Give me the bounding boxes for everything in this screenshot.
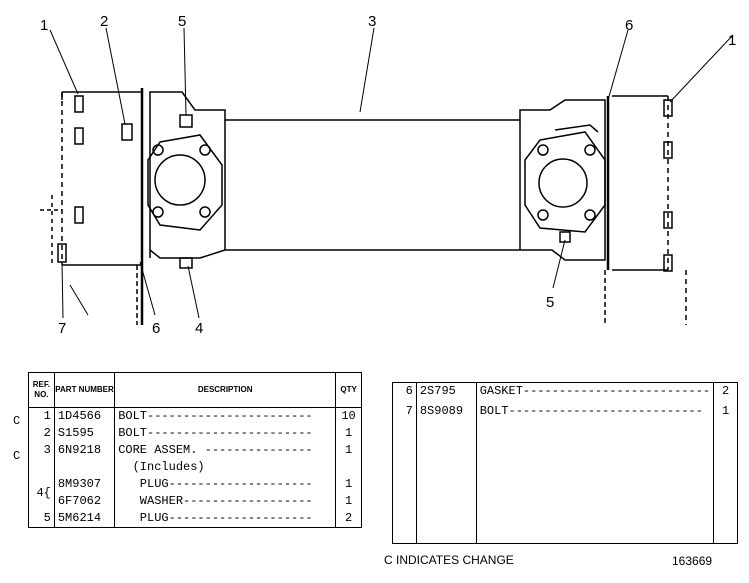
- left-housing-outline: [61, 91, 143, 266]
- ref-cell: 2: [28, 425, 55, 442]
- table-row: 3 6N9218 CORE ASSEM. --------------- 1: [28, 442, 362, 459]
- callout-1-right: 1: [728, 32, 736, 49]
- ref-cell: 1: [28, 407, 55, 425]
- part-number-cell: 6F7062: [54, 493, 116, 510]
- plug-bottom-left: [179, 257, 193, 269]
- header-description: DESCRIPTION: [114, 372, 337, 408]
- change-note: C INDICATES CHANGE: [384, 553, 514, 567]
- part-number-cell: 1D4566: [54, 407, 116, 425]
- bolt-right-3: [663, 211, 673, 229]
- part-number-cell: S1595: [54, 425, 116, 442]
- callout-7: 7: [58, 320, 66, 337]
- description-cell: WASHER------------------: [114, 493, 337, 510]
- empty-cell: [476, 423, 715, 544]
- part-number-cell: 2S795: [416, 382, 477, 404]
- callout-4: 4: [195, 320, 203, 337]
- qty-cell: 1: [344, 477, 353, 491]
- callout-2: 2: [100, 13, 108, 30]
- exploded-parts-diagram: 1 2 5 3 6 1 5 7 6 4: [40, 13, 736, 337]
- part-number-cell: 6N9218: [54, 442, 116, 459]
- qty-cell: 1: [344, 443, 353, 457]
- parts-table-right: 6 2S795 GASKET--------------------------…: [392, 382, 738, 544]
- plug-top: [179, 114, 193, 128]
- empty-cell: [392, 423, 417, 544]
- change-mark-row-1: C: [13, 414, 21, 428]
- ref-cell: 5: [28, 510, 55, 528]
- table-row: 6 2S795 GASKET--------------------------…: [392, 382, 738, 404]
- part-number-cell: [54, 459, 116, 476]
- table-row: (Includes): [28, 459, 362, 476]
- bolt-left-2: [74, 127, 84, 145]
- qty-cell: 10: [341, 409, 356, 423]
- table-row: 2 S1595 BOLT----------------------- 1: [28, 425, 362, 442]
- qty-cell: 2: [721, 384, 730, 398]
- part-number-cell: 5M6214: [54, 510, 116, 528]
- qty-cell: 2: [344, 511, 353, 525]
- header-qty: QTY: [335, 372, 362, 408]
- callout-3: 3: [368, 13, 376, 30]
- ref-cell: 7: [392, 403, 417, 424]
- bolt-left-3: [74, 206, 84, 224]
- illustration-number: 163669: [672, 554, 713, 568]
- core-body: [149, 91, 606, 261]
- table-row: 5 5M6214 PLUG-------------------- 2: [28, 510, 362, 528]
- ref-cell-bracket: 4{: [28, 476, 55, 510]
- description-cell: GASKET--------------------------: [476, 382, 715, 404]
- callout-5-bottom: 5: [546, 294, 554, 311]
- bolt-left-1: [74, 95, 84, 113]
- bolt-2: [121, 123, 133, 141]
- table-row-empty: [392, 423, 738, 544]
- ref-cell: 6: [392, 382, 417, 404]
- left-flange: [147, 134, 223, 231]
- table-row: 4{ 8M9307 PLUG-------------------- 1: [28, 476, 362, 510]
- description-cell: CORE ASSEM. ---------------: [114, 442, 337, 459]
- table-row: 1 1D4566 BOLT----------------------- 10: [28, 407, 362, 425]
- description-cell: BOLT-----------------------: [114, 407, 337, 425]
- bolt-right-4: [663, 254, 673, 272]
- callout-6-bottom: 6: [152, 320, 160, 337]
- header-part-number: PART NUMBER: [54, 372, 116, 408]
- description-cell: BOLT-----------------------: [114, 425, 337, 442]
- bolt-right-2: [663, 141, 673, 159]
- empty-cell: [416, 423, 477, 544]
- bracket-ref-label: 4: [36, 485, 44, 500]
- callout-5-top: 5: [178, 13, 186, 30]
- description-cell: PLUG--------------------: [114, 476, 337, 493]
- part-number-cell: 8S9089: [416, 403, 477, 424]
- empty-cell: [714, 424, 738, 544]
- table-row: 6F7062 WASHER------------------ 1: [29, 493, 362, 510]
- callout-1-left: 1: [40, 17, 48, 34]
- ref-cell: 3: [28, 442, 55, 459]
- description-cell: PLUG--------------------: [114, 510, 337, 528]
- header-ref-no: REF. NO.: [28, 372, 55, 408]
- description-cell: (Includes): [114, 459, 337, 476]
- right-housing-outline: [612, 95, 668, 271]
- qty-cell: 1: [721, 404, 730, 419]
- qty-cell: 1: [344, 426, 353, 440]
- parts-table-left: REF. NO. PART NUMBER DESCRIPTION QTY 1 1…: [28, 372, 362, 528]
- ref-cell: [28, 459, 55, 476]
- description-cell: BOLT---------------------------: [476, 403, 715, 424]
- callout-6-top: 6: [625, 17, 633, 34]
- bolt-right-1: [663, 99, 673, 117]
- part-number-cell: 8M9307: [54, 476, 116, 493]
- qty-cell: [336, 459, 362, 476]
- change-mark-row-3: C: [13, 449, 21, 463]
- table-header-row: REF. NO. PART NUMBER DESCRIPTION QTY: [28, 372, 362, 408]
- right-flange: [524, 131, 606, 233]
- table-row: 7 8S9089 BOLT---------------------------…: [392, 403, 738, 424]
- qty-cell: 1: [344, 494, 353, 508]
